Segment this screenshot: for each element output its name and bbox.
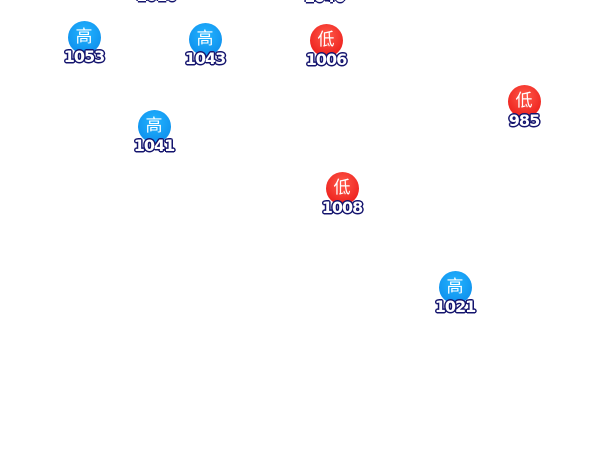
pressure-value: 1053 <box>63 47 106 66</box>
pressure-marker-low[interactable]: 低 1008 <box>312 172 372 232</box>
pressure-value: 1008 <box>321 198 364 217</box>
clipped-pressure-value: 1016 <box>136 0 178 5</box>
high-pressure-icon: 高 <box>137 110 171 143</box>
pressure-marker-high[interactable]: 高 1053 <box>54 21 114 81</box>
low-pressure-icon: 低 <box>309 24 343 57</box>
pressure-marker-high[interactable]: 高 1041 <box>124 110 184 170</box>
pressure-marker-high[interactable]: 高 1021 <box>425 271 485 331</box>
pressure-value: 985 <box>508 111 540 130</box>
low-pressure-icon: 低 <box>507 85 541 118</box>
pressure-marker-low[interactable]: 低 985 <box>494 85 554 145</box>
pressure-value: 1021 <box>434 297 477 316</box>
pressure-value: 1043 <box>184 49 227 68</box>
pressure-marker-high[interactable]: 高 1043 <box>175 23 235 83</box>
clipped-pressure-value: 1046 <box>304 0 346 6</box>
high-pressure-icon: 高 <box>188 23 222 56</box>
pressure-value: 1006 <box>305 50 348 69</box>
low-pressure-icon: 低 <box>325 172 359 205</box>
high-pressure-icon: 高 <box>438 271 472 304</box>
pressure-marker-low[interactable]: 低 1006 <box>296 24 356 84</box>
pressure-value: 1041 <box>133 136 176 155</box>
high-pressure-icon: 高 <box>67 21 101 54</box>
